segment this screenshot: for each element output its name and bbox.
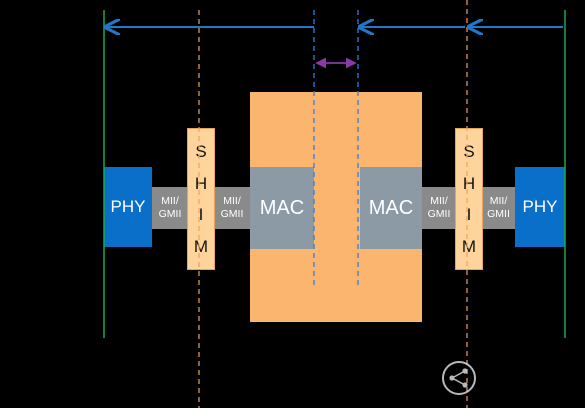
shim-right-letter-4: M <box>461 236 477 256</box>
share-logo-icon <box>442 361 476 395</box>
mii-left-inner-line1: MII/ <box>223 195 241 207</box>
mac-left-label: MAC <box>259 196 305 219</box>
mac-body-center <box>316 92 358 322</box>
mii-right-outer-line2: GMII <box>487 208 510 220</box>
mii-left-outer-line2: GMII <box>158 208 182 220</box>
phy-left: PHY <box>104 167 152 247</box>
mac-right: MAC <box>360 167 422 249</box>
shim-left-letter-2: H <box>194 173 208 193</box>
phy-left-label: PHY <box>110 197 146 216</box>
mii-left-outer: MII/ GMII <box>152 187 188 229</box>
mii-right-inner: MII/ GMII <box>422 187 456 229</box>
mii-right-outer-line1: MII/ <box>489 195 508 207</box>
phy-right-label: PHY <box>522 197 558 216</box>
shim-right-letter-2: H <box>462 173 476 193</box>
shim-right-letter-3: I <box>466 205 472 225</box>
mii-right-inner-line2: GMII <box>427 208 451 220</box>
mii-left-outer-line1: MII/ <box>161 195 179 207</box>
shim-left: S H I M <box>187 128 215 270</box>
mac-right-label: MAC <box>368 196 414 219</box>
mac-left: MAC <box>250 167 314 249</box>
mii-left-inner: MII/ GMII <box>214 187 250 229</box>
phy-right: PHY <box>515 167 565 247</box>
mii-right-inner-line1: MII/ <box>430 195 448 207</box>
shim-left-letter-4: M <box>193 236 209 256</box>
shim-right: S H I M <box>455 128 483 270</box>
mii-left-inner-line2: GMII <box>220 208 244 220</box>
mii-right-outer: MII/ GMII <box>482 187 515 229</box>
shim-left-letter-1: S <box>195 142 207 162</box>
shim-left-letter-3: I <box>198 205 204 225</box>
shim-right-letter-1: S <box>463 142 475 162</box>
